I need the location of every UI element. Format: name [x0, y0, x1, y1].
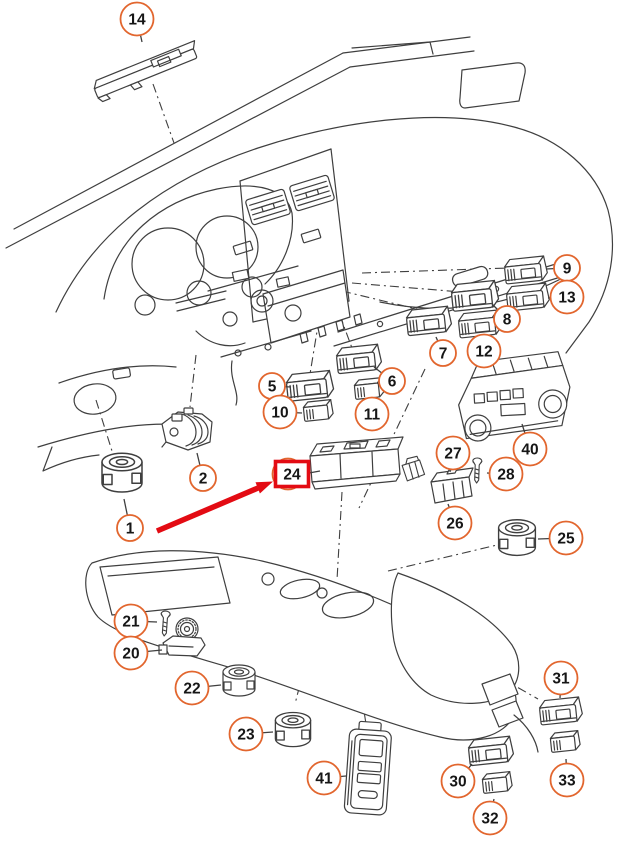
svg-text:28: 28 — [497, 466, 515, 483]
callout-2[interactable]: 2 — [189, 452, 217, 492]
svg-text:10: 10 — [271, 404, 288, 421]
part-screw-28 — [471, 457, 483, 484]
part-switch-30 — [467, 735, 515, 767]
part-rotary-switch-25 — [497, 519, 537, 557]
callout-25[interactable]: 25 — [537, 520, 584, 556]
svg-text:13: 13 — [558, 289, 576, 306]
callout-13[interactable]: 13 — [547, 279, 585, 315]
part-rotary-switch-23 — [274, 711, 312, 748]
highlight-arrow — [155, 485, 260, 534]
callout-20[interactable]: 20 — [113, 635, 163, 671]
callout-22[interactable]: 22 — [174, 670, 222, 706]
callout-33[interactable]: 33 — [549, 758, 585, 798]
part-trim-strip-14 — [91, 40, 204, 105]
svg-text:11: 11 — [364, 406, 381, 423]
callout-27[interactable]: 27 — [435, 435, 471, 473]
callout-28[interactable]: 28 — [486, 456, 524, 492]
part-blank-32 — [481, 770, 514, 795]
callout-40[interactable]: 40 — [512, 423, 548, 467]
svg-text:5: 5 — [268, 378, 277, 395]
part-module-26 — [430, 467, 474, 504]
callout-31[interactable]: 31 — [543, 660, 579, 699]
highlighted-callout-label[interactable]: 24 — [283, 466, 301, 483]
svg-text:23: 23 — [237, 726, 255, 743]
svg-text:1: 1 — [126, 520, 135, 537]
callout-10[interactable]: 10 — [262, 394, 303, 430]
part-switch-9 — [503, 255, 549, 285]
svg-text:6: 6 — [388, 373, 397, 390]
part-switch-7 — [405, 305, 453, 337]
svg-text:30: 30 — [449, 773, 466, 790]
part-ignition-switch-2 — [161, 407, 213, 451]
dashboard-art — [5, 36, 614, 472]
svg-text:25: 25 — [557, 530, 575, 547]
part-rotary-switch-1 — [101, 452, 143, 493]
callout-14[interactable]: 14 — [119, 1, 155, 43]
highlight-layer: 24 — [155, 457, 321, 534]
callout-41[interactable]: 41 — [306, 760, 347, 796]
svg-text:26: 26 — [446, 515, 464, 532]
svg-text:7: 7 — [439, 345, 448, 362]
svg-text:22: 22 — [183, 680, 200, 697]
svg-text:20: 20 — [122, 645, 139, 662]
callout-12[interactable]: 12 — [466, 333, 502, 369]
callout-26[interactable]: 26 — [437, 503, 473, 541]
static-art — [5, 36, 614, 753]
svg-text:32: 32 — [481, 810, 498, 827]
svg-text:27: 27 — [444, 445, 461, 462]
part-switch-5 — [284, 369, 335, 402]
part-switch-8 — [449, 279, 500, 312]
svg-text:2: 2 — [199, 470, 208, 487]
part-connector-27 — [400, 455, 426, 482]
svg-text:33: 33 — [558, 772, 576, 789]
part-remote-control-41 — [343, 720, 393, 816]
part-rotary-switch-22 — [222, 664, 256, 697]
callout-9[interactable]: 9 — [545, 254, 581, 282]
svg-text:9: 9 — [563, 260, 572, 277]
callout-30[interactable]: 30 — [440, 763, 476, 799]
callout-1[interactable]: 1 — [116, 498, 144, 542]
part-blank-33 — [549, 729, 582, 754]
callout-21[interactable]: 21 — [113, 603, 158, 639]
callout-23[interactable]: 23 — [228, 716, 274, 752]
console-art — [85, 550, 539, 753]
svg-text:41: 41 — [315, 770, 333, 787]
callout-32[interactable]: 32 — [472, 798, 508, 836]
part-switch-31 — [538, 696, 584, 726]
part-blank-10 — [302, 398, 335, 423]
highlight-box[interactable] — [273, 459, 311, 489]
svg-text:8: 8 — [503, 311, 512, 328]
part-switch-6 — [335, 343, 383, 375]
svg-text:40: 40 — [521, 441, 538, 458]
svg-text:31: 31 — [552, 670, 570, 687]
callout-8[interactable]: 8 — [491, 303, 521, 333]
svg-text:14: 14 — [128, 11, 146, 28]
callout-11[interactable]: 11 — [354, 396, 390, 432]
svg-text:21: 21 — [122, 613, 140, 630]
part-switch-panel-24 — [309, 436, 404, 490]
callout-6[interactable]: 6 — [373, 366, 406, 395]
callout-7[interactable]: 7 — [429, 336, 457, 367]
svg-text:12: 12 — [475, 343, 492, 360]
